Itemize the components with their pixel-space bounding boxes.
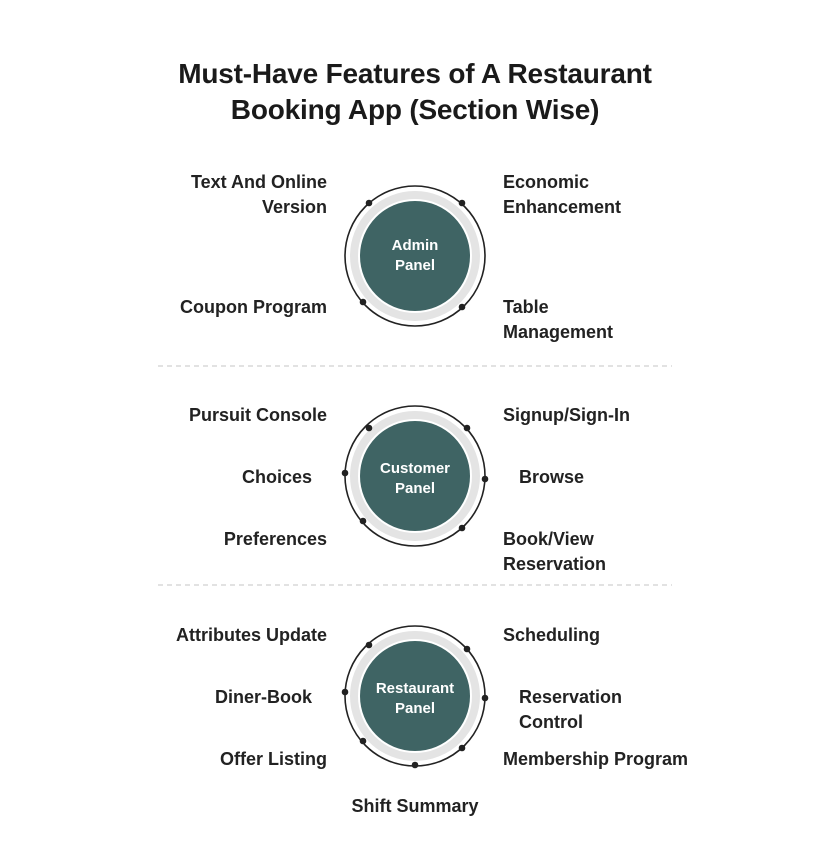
admin-panel-label: Admin Panel <box>391 237 439 274</box>
restaurant-dot-right <box>481 694 489 702</box>
restaurant-dot-top-right <box>463 645 471 653</box>
customer-dot-top-left <box>365 424 373 432</box>
customer-dot-top-right <box>463 424 471 432</box>
feature-choices: Choices <box>241 467 312 487</box>
feature-preferences: Preferences <box>223 529 327 549</box>
admin-light-ring <box>350 191 480 321</box>
feature-browse: Browse <box>519 467 585 487</box>
admin-dot-top-right <box>458 199 466 207</box>
customer-dot-bottom-left <box>359 517 367 525</box>
title-line-1: Must-Have Features of A Restaurant <box>178 58 652 89</box>
customer-dot-right <box>481 475 489 483</box>
customer-light-ring <box>350 411 480 541</box>
feature-signup-sign-in: Signup/Sign-In <box>503 405 630 425</box>
title-line-2: Booking App (Section Wise) <box>230 94 600 125</box>
customer-dot-bottom-right <box>458 524 466 532</box>
customer-panel-node <box>341 405 489 547</box>
restaurant-panel-node <box>341 625 489 769</box>
admin-panel-node <box>344 185 486 327</box>
feature-attributes-update: Attributes Update <box>175 625 327 645</box>
restaurant-dot-bottom <box>411 761 419 769</box>
feature-text-and-online-version: Text And Online Version <box>190 172 327 217</box>
restaurant-core <box>360 641 470 751</box>
page-title: Must-Have Features of A Restaurant Booki… <box>0 56 830 128</box>
feature-scheduling: Scheduling <box>503 625 601 645</box>
restaurant-dot-bottom-right <box>458 744 466 752</box>
feature-coupon-program: Coupon Program <box>180 297 327 317</box>
customer-panel-label: Customer Panel <box>379 460 450 497</box>
admin-outer-ring <box>344 185 486 327</box>
restaurant-dot-left <box>341 688 349 696</box>
feature-book-view-reservation: Book/View Reservation <box>503 529 607 574</box>
admin-dot-top-left <box>365 199 373 207</box>
admin-dot-bottom-left <box>359 298 367 306</box>
restaurant-panel-label: Restaurant Panel <box>375 680 455 717</box>
feature-shift-summary: Shift Summary <box>351 796 479 816</box>
customer-core <box>360 421 470 531</box>
restaurant-dot-top-left <box>365 641 373 649</box>
feature-table-management: Table Management <box>503 297 614 342</box>
feature-offer-listing: Offer Listing <box>220 749 327 769</box>
feature-economic-enhancement: Economic Enhancement <box>503 172 622 217</box>
feature-diner-book: Diner-Book <box>214 687 312 707</box>
customer-dot-left <box>341 469 349 477</box>
feature-pursuit-console: Pursuit Console <box>188 405 327 425</box>
feature-reservation-control: Reservation Control <box>519 687 623 732</box>
restaurant-light-ring <box>350 631 480 761</box>
admin-dot-bottom-right <box>458 303 466 311</box>
feature-membership-program: Membership Program <box>503 749 689 769</box>
restaurant-dot-bottom-left <box>359 737 367 745</box>
admin-core <box>360 201 470 311</box>
